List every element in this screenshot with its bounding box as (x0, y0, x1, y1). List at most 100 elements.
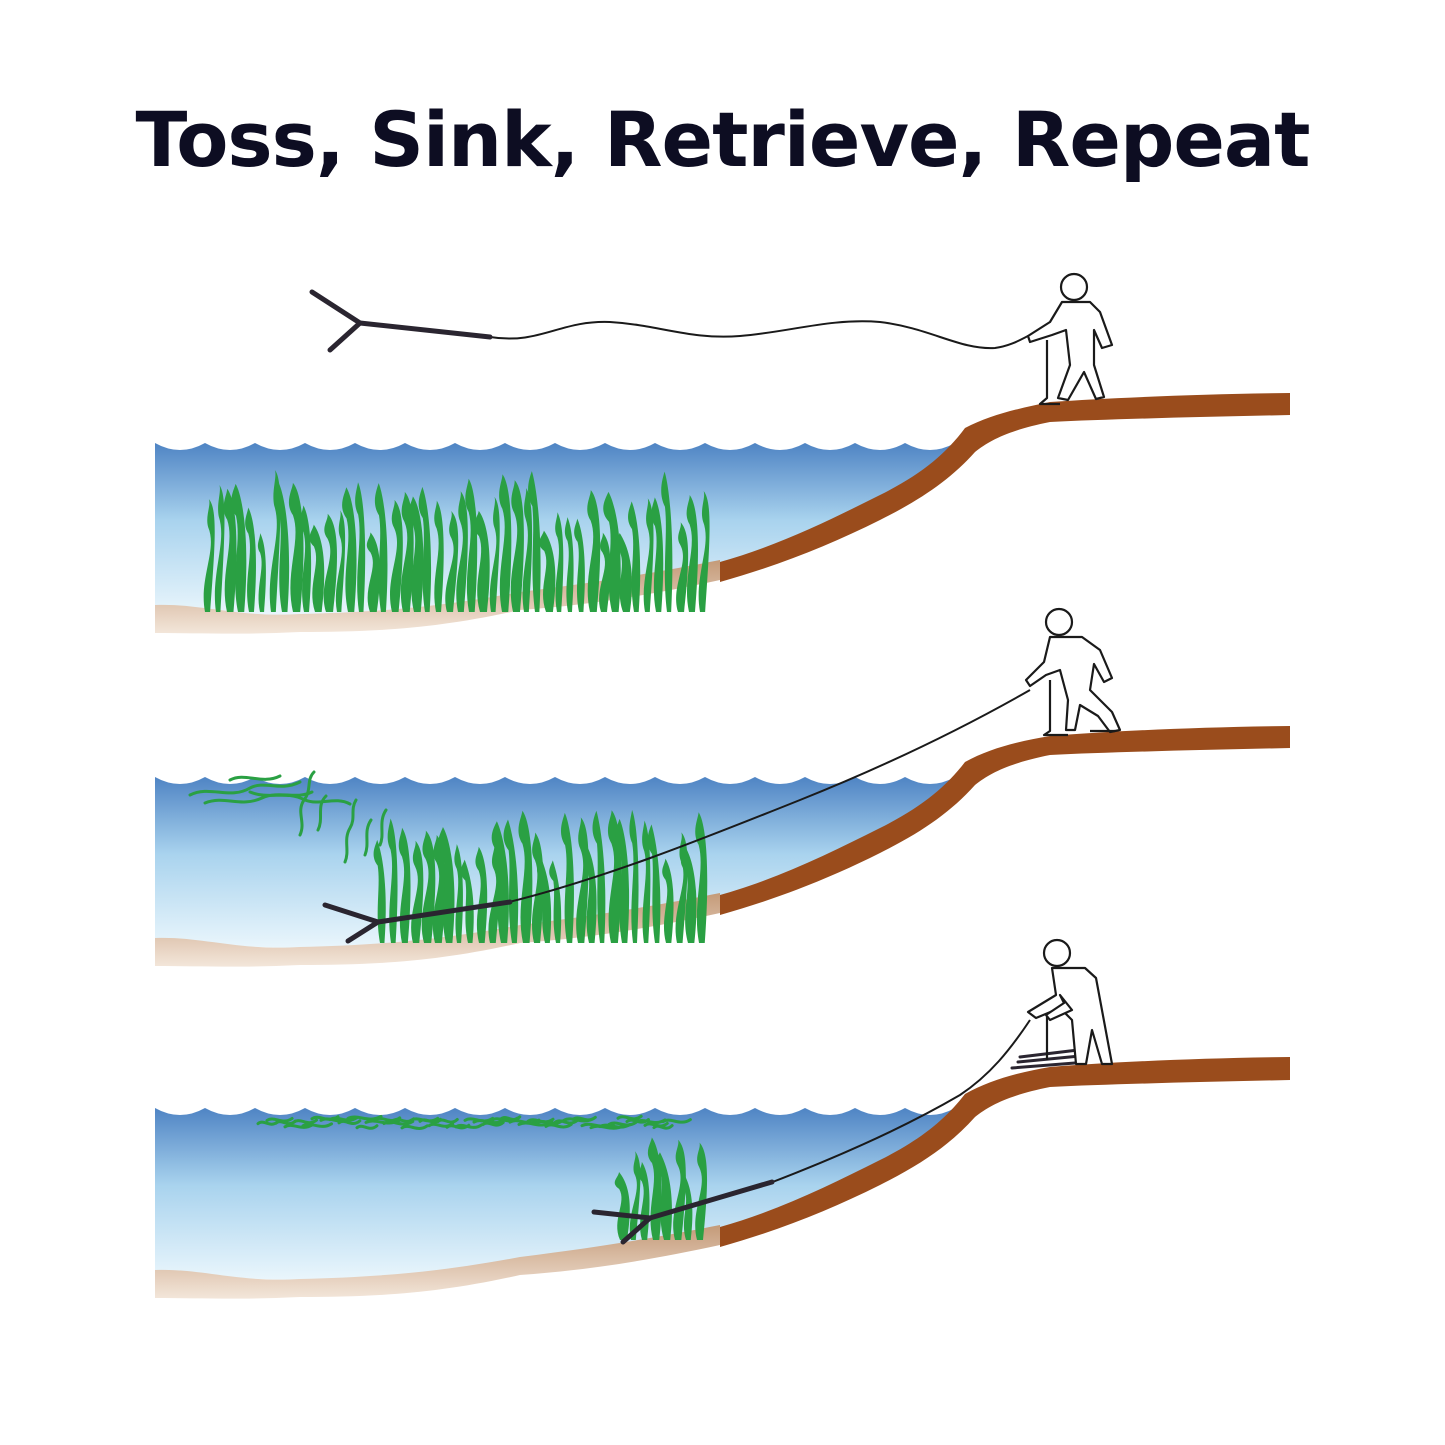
weed-icon (454, 844, 463, 943)
floating-weed (661, 1118, 692, 1124)
weed-icon (223, 488, 237, 612)
weed-icon (503, 819, 519, 943)
weed-icon (522, 487, 533, 612)
wave-crest (505, 1106, 555, 1115)
wave-crest (355, 1106, 405, 1115)
weed-icon (257, 533, 266, 612)
weed-icon (643, 498, 654, 612)
rope-icon (769, 1019, 1031, 1184)
weed-icon (662, 858, 674, 943)
weed-icon (300, 505, 312, 612)
floating-weed (382, 1120, 415, 1126)
wave-crest (855, 775, 905, 784)
wave-crest (855, 1106, 905, 1115)
weed-icon (686, 495, 698, 612)
weed-icon (628, 501, 641, 612)
weed-icon (456, 491, 468, 612)
weed-icon (539, 530, 556, 612)
wave-icon (155, 775, 1005, 784)
wave-crest (355, 441, 405, 450)
wave-crest (655, 775, 705, 784)
weed-icon (445, 510, 459, 612)
bank (720, 726, 1290, 915)
weed-icon (355, 482, 366, 612)
weed-icon (203, 499, 215, 612)
wave-crest (655, 1106, 705, 1115)
water-body (155, 777, 960, 949)
wave-crest (755, 1106, 805, 1115)
weed-icon (629, 809, 639, 943)
weed-icon (510, 480, 524, 612)
weed-icon (245, 507, 256, 612)
lakebed (155, 893, 720, 967)
torn-weeds (188, 770, 388, 864)
panel-toss (155, 272, 1290, 634)
wave-crest (305, 441, 355, 450)
weed-icon (599, 532, 611, 612)
rake-icon (591, 1179, 775, 1245)
weed-icon (342, 487, 357, 612)
rope-icon (504, 689, 1031, 904)
wave-crest (305, 1106, 355, 1115)
person-icon (1026, 938, 1114, 1066)
floating-weed (571, 1115, 597, 1122)
weed-icon (603, 491, 621, 612)
weed-icon (323, 513, 338, 612)
rope-icon (489, 320, 1029, 350)
wave-crest (755, 441, 805, 450)
wave-crest (555, 1106, 605, 1115)
wave-crest (505, 441, 555, 450)
wave-crest (455, 775, 505, 784)
weed-icon (491, 821, 509, 943)
weed-icon (475, 846, 488, 943)
weed-icon (231, 483, 247, 612)
wave-crest (155, 441, 205, 450)
wave-crest (255, 775, 305, 784)
floating-weed (553, 1118, 579, 1125)
wave-crest (555, 441, 605, 450)
floating-weed (616, 1114, 643, 1121)
weed-icon (335, 510, 346, 612)
rake-icon (322, 899, 513, 944)
weed-icon (274, 483, 290, 612)
wave-crest (705, 775, 755, 784)
weed-icon (418, 486, 432, 612)
floating-weed (481, 1121, 505, 1127)
wave-crest (305, 775, 355, 784)
floating-weed (607, 1120, 638, 1127)
weed-icon (528, 471, 541, 612)
wave-crest (605, 441, 655, 450)
lakebed (155, 1225, 720, 1299)
floating-weed (472, 1118, 506, 1125)
floating-weed (301, 1122, 334, 1128)
floating-weed (265, 1116, 294, 1123)
wave-icon (155, 1106, 1005, 1115)
weed-icon (390, 499, 403, 612)
floating-weed (400, 1124, 429, 1130)
weed-icon (583, 847, 597, 943)
wave-crest (455, 441, 505, 450)
wave-crest (255, 1106, 305, 1115)
weed-icon (465, 478, 478, 612)
floating-weeds (256, 1114, 692, 1130)
floating-weed (328, 1116, 359, 1122)
weed-icon (373, 839, 386, 943)
wave-crest (505, 775, 555, 784)
weed-icon (438, 826, 455, 943)
wave-crest (605, 1106, 655, 1115)
weed-icon (615, 818, 630, 943)
floating-weed (652, 1124, 674, 1130)
weed-icon (592, 810, 606, 943)
weed-icon (560, 812, 574, 943)
weed-icon (408, 496, 424, 612)
wave-crest (155, 775, 205, 784)
wave-crest (905, 1106, 955, 1115)
wave-crest (855, 441, 905, 450)
floating-weed (283, 1123, 314, 1129)
weed-icon (488, 842, 501, 943)
person-icon (1026, 272, 1114, 406)
wave-icon (155, 441, 1005, 450)
weed-icon (651, 497, 664, 612)
wave-crest (905, 775, 955, 784)
floating-weed (355, 1124, 379, 1130)
